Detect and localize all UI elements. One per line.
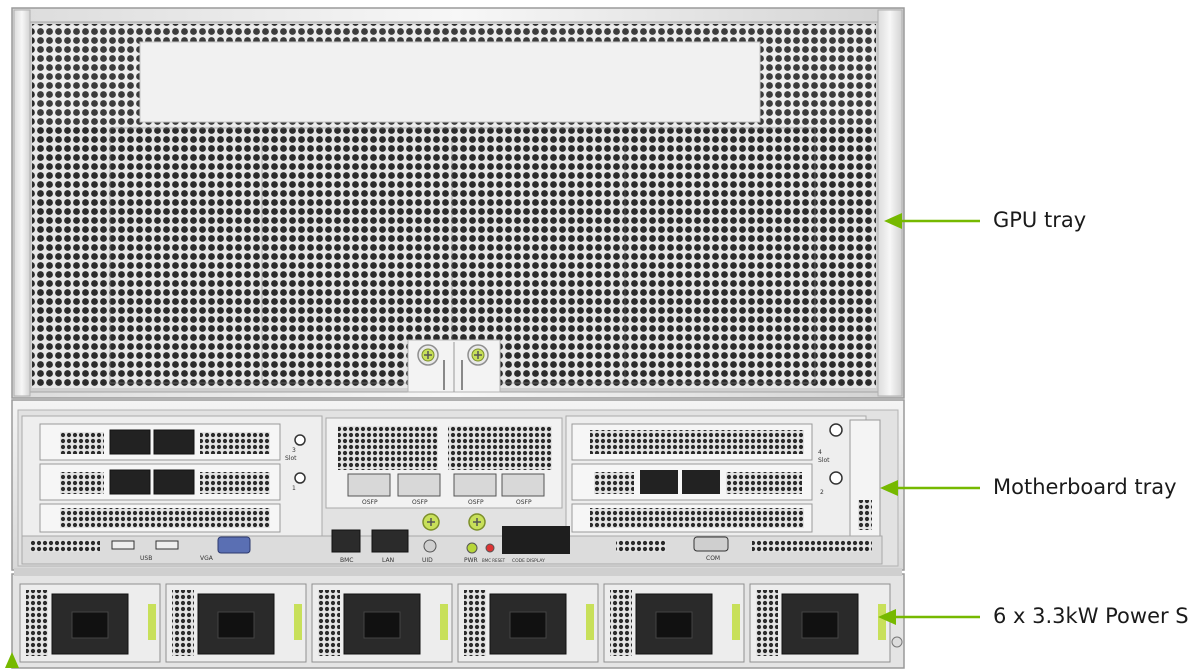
- usb-port[interactable]: [155, 540, 179, 550]
- power-inlet[interactable]: [343, 593, 421, 655]
- arrow-up-icon: [5, 652, 19, 668]
- usb-label: USB: [140, 555, 152, 562]
- motherboard-tray-label: Motherboard tray: [993, 475, 1177, 499]
- lan-label: LAN: [382, 557, 394, 564]
- bmc-label: BMC: [340, 557, 353, 564]
- arrow-left-icon: [880, 480, 980, 496]
- slot-label: Slot: [285, 455, 297, 462]
- arrow-left-icon: [878, 609, 980, 625]
- center-network-cage: OSFP OSFP OSFP OSFP: [325, 417, 563, 509]
- usb-port[interactable]: [111, 540, 135, 550]
- bmc-port[interactable]: [331, 529, 361, 553]
- slot-3-label: 3: [292, 447, 296, 454]
- thumbscrew-icon[interactable]: [422, 513, 440, 531]
- com-port[interactable]: [693, 536, 729, 552]
- uid-button[interactable]: [423, 539, 437, 553]
- left-pcie-cage: Slot 3 1: [21, 415, 323, 543]
- io-panel: USB VGA BMC LAN UID PWR BMC RESET CODE D…: [21, 513, 883, 565]
- power-supply-unit: [311, 583, 453, 663]
- power-supply-unit: [165, 583, 307, 663]
- arrow-left-icon: [884, 213, 980, 229]
- slot-1-label: 1: [292, 485, 296, 492]
- power-supply-unit: [457, 583, 599, 663]
- bmc-reset-button[interactable]: [485, 543, 495, 553]
- power-inlet[interactable]: [781, 593, 859, 655]
- bmc-reset-label: BMC RESET: [482, 558, 506, 563]
- thumbscrew-icon[interactable]: [417, 344, 439, 366]
- motherboard-tray: Slot 3 1 OSFP OSFP OSFP OSFP: [11, 399, 905, 571]
- osfp-label: OSFP: [412, 499, 428, 506]
- slot-label: Slot: [818, 457, 830, 464]
- thumbscrew-icon[interactable]: [468, 513, 486, 531]
- power-supply-bay: [11, 568, 905, 669]
- osfp-label: OSFP: [362, 499, 378, 506]
- power-button[interactable]: [466, 542, 478, 554]
- osfp-label: OSFP: [516, 499, 532, 506]
- osfp-label: OSFP: [468, 499, 484, 506]
- power-supply-unit: [603, 583, 745, 663]
- slot-4-label: 4: [818, 449, 822, 456]
- code-display-label: CODE DISPLAY: [512, 558, 545, 564]
- gpu-tray: [11, 7, 905, 399]
- code-display: [502, 526, 570, 554]
- power-supply-unit: [749, 583, 891, 663]
- power-supply-unit: [19, 583, 161, 663]
- slot-2-label: 2: [820, 489, 824, 496]
- vga-port[interactable]: [217, 536, 251, 554]
- com-label: COM: [706, 555, 720, 562]
- right-pcie-cage: Slot 4 2: [565, 415, 881, 543]
- power-supplies-label: 6 x 3.3kW Power S: [993, 604, 1189, 628]
- uid-label: UID: [422, 557, 433, 564]
- pwr-label: PWR: [464, 557, 478, 564]
- vga-label: VGA: [200, 555, 214, 562]
- lan-port[interactable]: [371, 529, 409, 553]
- gpu-tray-label: GPU tray: [993, 208, 1087, 232]
- thumbscrew-icon[interactable]: [467, 344, 489, 366]
